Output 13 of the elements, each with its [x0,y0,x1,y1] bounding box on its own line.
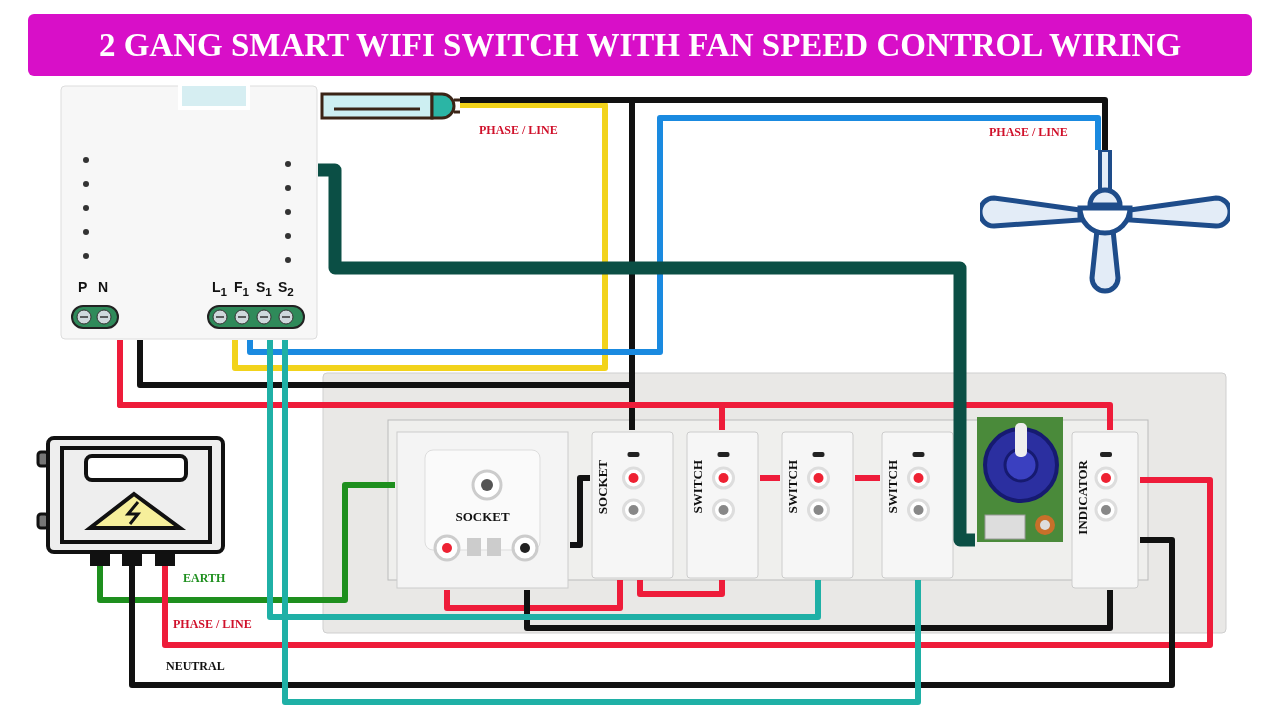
module-label: SOCKET [454,510,511,523]
terminal-label: P [78,280,88,294]
terminal-label: S$_{1}$ [256,280,272,298]
module-label: SWITCH [691,460,704,514]
title: 2 GANG SMART WIFI SWITCH WITH FAN SPEED CONTROL WIRING [28,14,1252,76]
module-label: SOCKET [596,460,609,515]
module-label: SWITCH [886,460,899,514]
terminal-label: L$_{1}$ [212,280,228,298]
module-label: SWITCH [786,460,799,514]
terminal-label: N [98,280,109,294]
module-label: INDICATOR [1076,460,1089,535]
terminal-label: S$_{2}$ [278,280,294,298]
terminal-label: F$_{1}$ [234,280,250,298]
